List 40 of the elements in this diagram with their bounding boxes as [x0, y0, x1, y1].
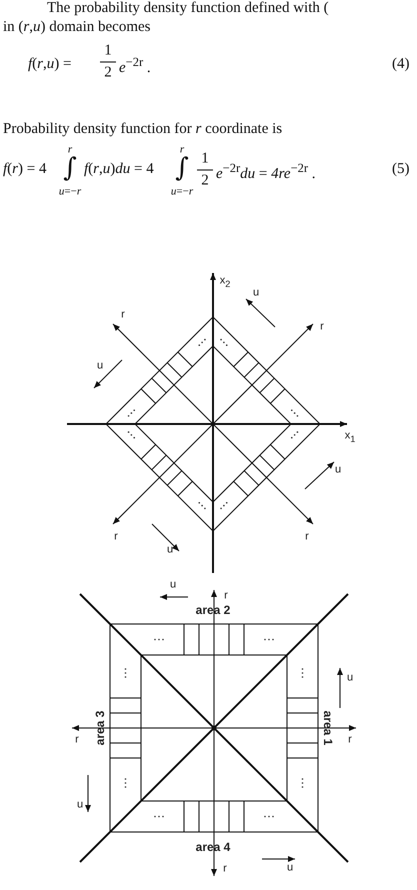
direction-label: u [252, 286, 260, 300]
equation-number: (4) [392, 56, 410, 74]
direction-label: u [170, 578, 176, 592]
fraction-numerator: 1 [201, 150, 209, 168]
integral-sign: ∫ [175, 154, 189, 184]
direction-label: u [346, 672, 354, 684]
axis-label: r [320, 320, 324, 334]
direction-label: u [76, 798, 84, 812]
axis-label: r [114, 530, 118, 544]
direction-label: u [166, 544, 174, 556]
axis-label: r [75, 734, 79, 746]
equation-number: (5) [392, 161, 410, 178]
equation-term: f(r) = 4 [3, 161, 46, 178]
axis-label: r [223, 862, 227, 876]
equation-term: e$^{−2r}$du = 4re$^{−2r}$ . [216, 161, 316, 184]
area-label: area 3 [94, 710, 108, 746]
integral-limit: u=−r [58, 186, 82, 198]
axis-label: r [224, 590, 228, 602]
equation-term: f(r,u) = [28, 56, 72, 74]
paragraph-text: The probability density function defined with ( [47, 0, 329, 18]
area-label: area 1 [320, 710, 334, 746]
paragraph-text: in (r,u) domain becomes [3, 19, 150, 36]
equation-term: f(r,u)du = 4 [84, 161, 154, 178]
fraction-denominator: 2 [201, 172, 209, 190]
equation-term: e$^{−2r}$ . [119, 55, 151, 78]
axis-label: x$_{1}$ [344, 430, 356, 444]
integral-limit: u=−r [170, 186, 194, 198]
paragraph-text: Probability density function for r coordinate is [3, 121, 282, 138]
integral-limit: r [68, 144, 72, 156]
integral-sign: ∫ [63, 154, 77, 184]
axis-label: r [121, 308, 125, 322]
axis-label: r [348, 734, 352, 746]
axis-label: r [305, 530, 309, 544]
fraction-denominator: 2 [104, 64, 112, 82]
axis-label: x$_{2}$ [220, 274, 230, 290]
direction-label: u [334, 464, 342, 476]
direction-label: u [286, 862, 294, 874]
direction-label: u [96, 360, 104, 372]
fraction-numerator: 1 [104, 42, 112, 60]
integral-limit: r [180, 144, 184, 156]
